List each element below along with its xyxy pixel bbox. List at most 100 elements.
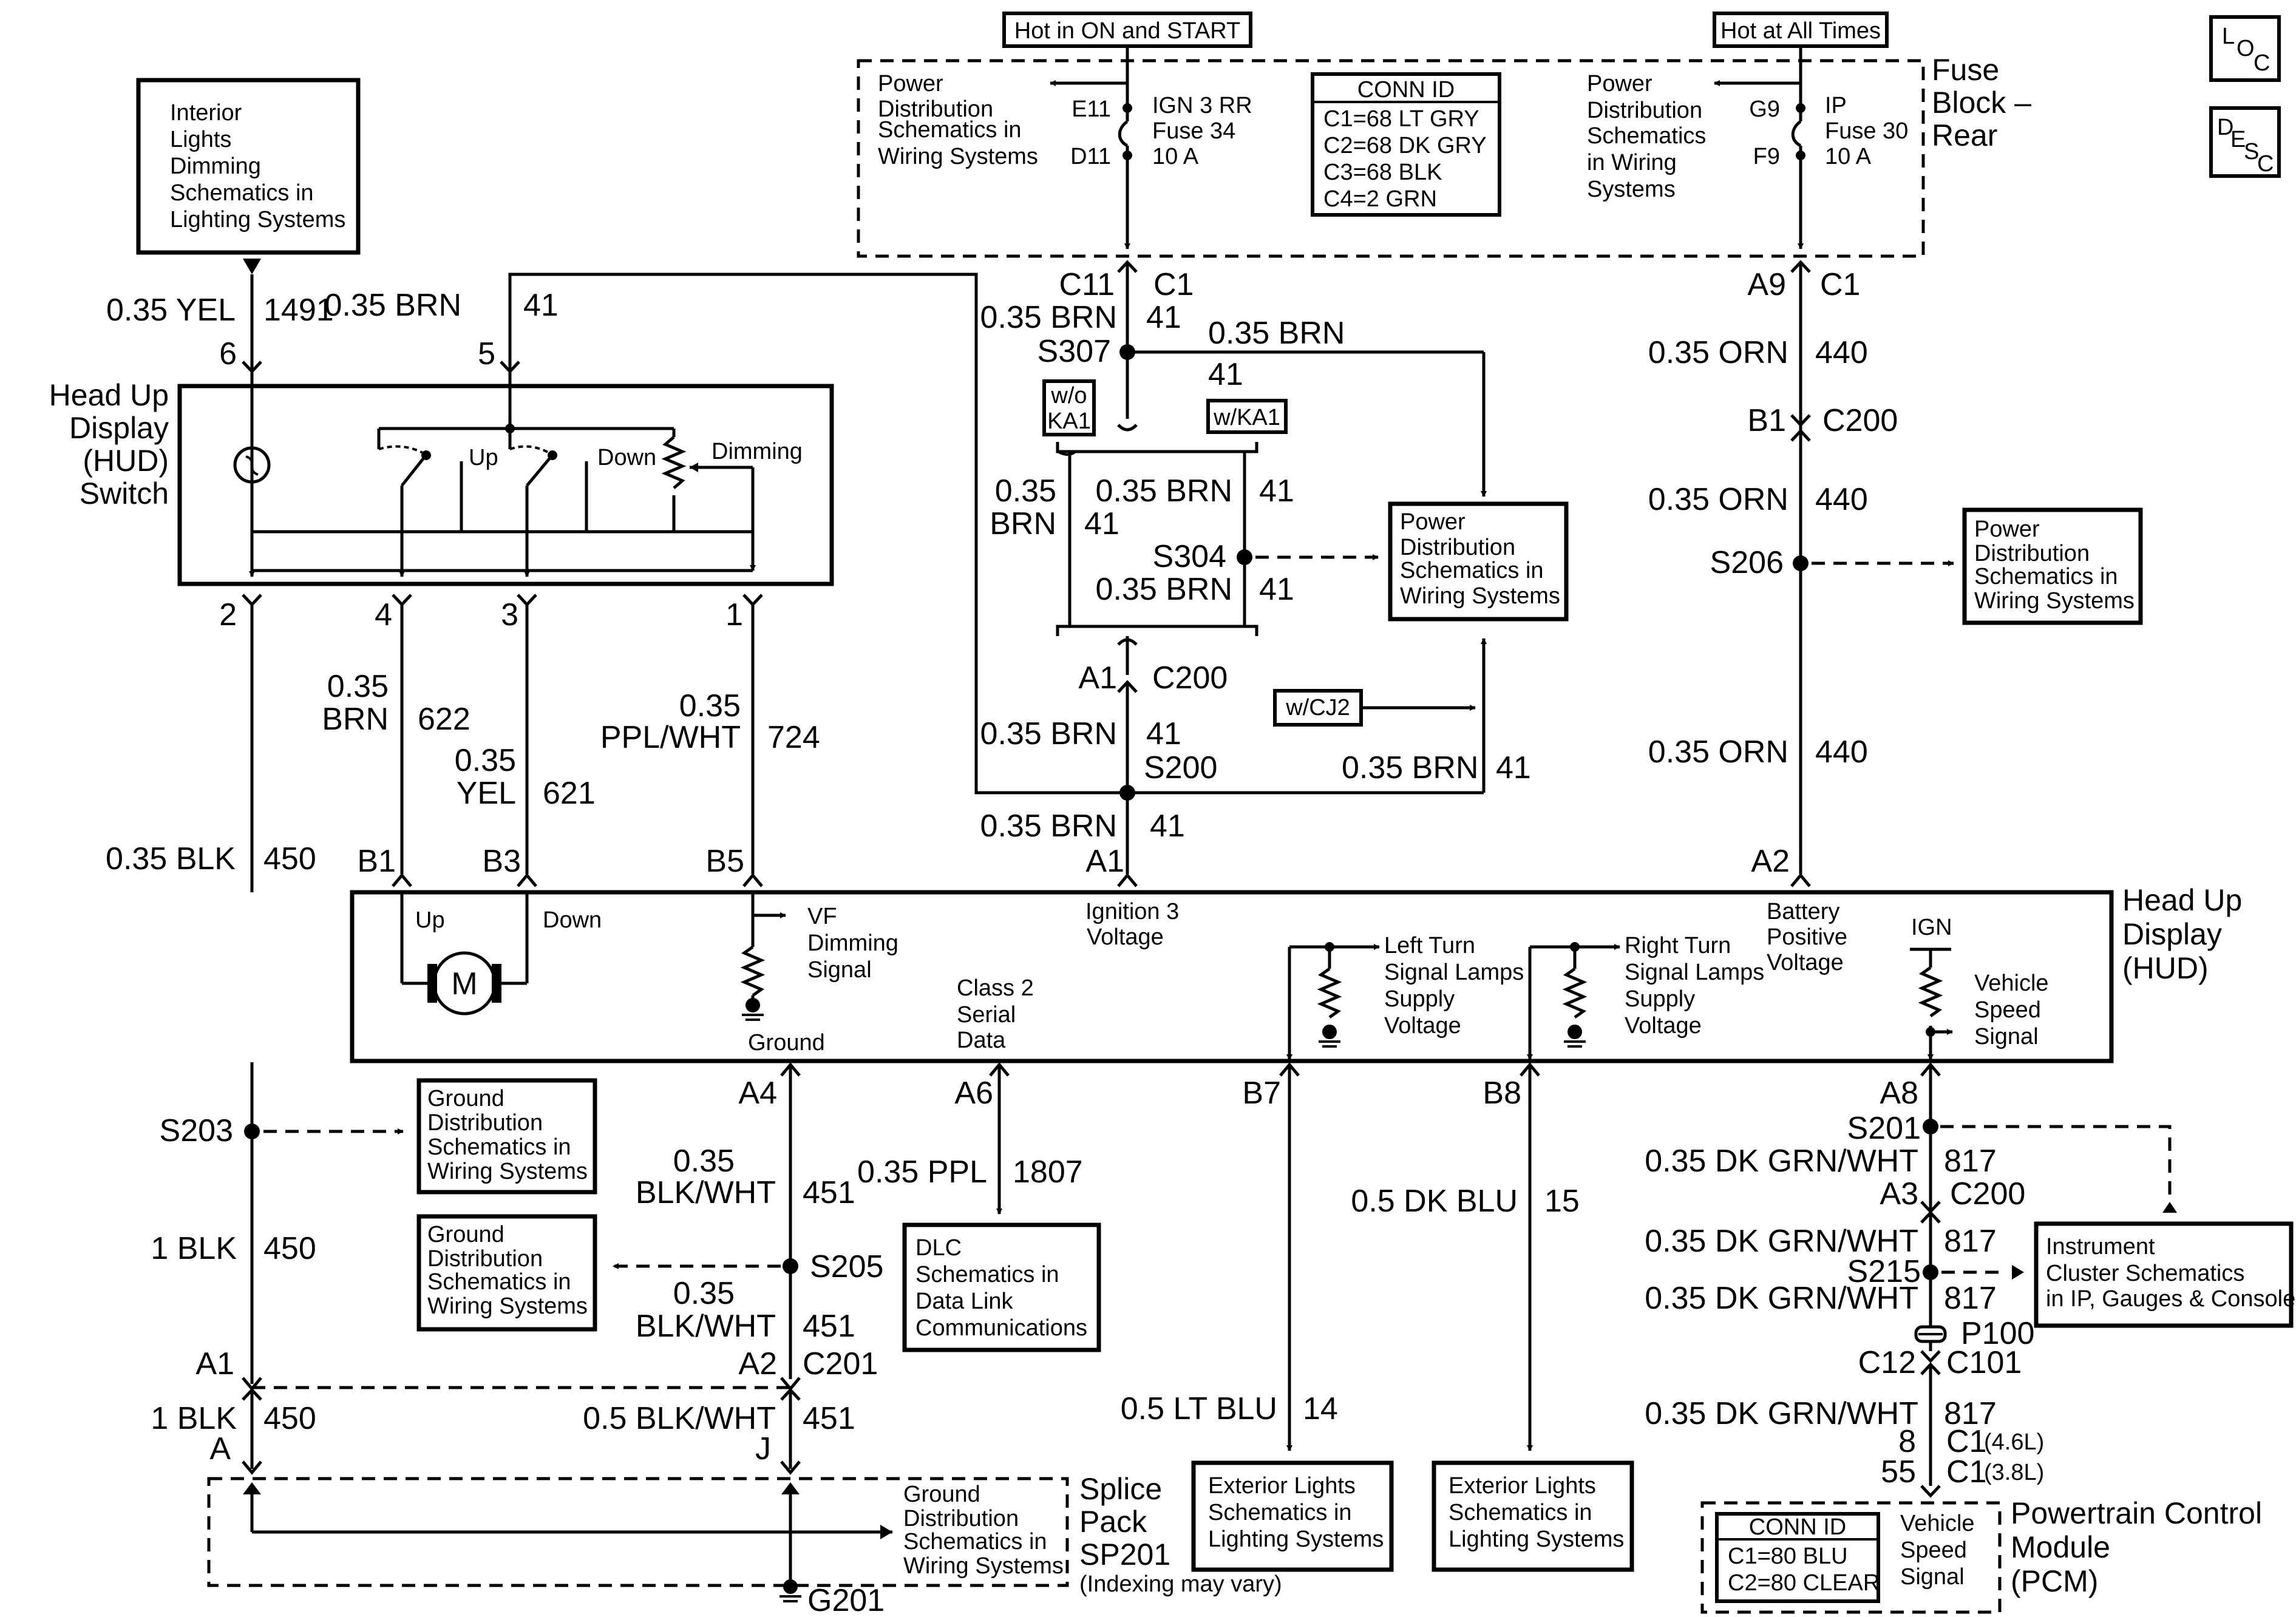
interior-lights-dimming-ref: Interior Lights Dimming Schematics in Li…	[136, 78, 361, 255]
svg-text:Lighting Systems: Lighting Systems	[170, 207, 345, 232]
svg-text:Display: Display	[69, 411, 169, 445]
svg-text:A3: A3	[1880, 1176, 1918, 1212]
hud-module-title: Head Up Display (HUD)	[2122, 883, 2242, 985]
svg-text:Switch: Switch	[80, 476, 169, 510]
right-battery-column: A9 C1 0.35 ORN 440 B1 C200 0.35 ORN 440 …	[1648, 260, 2143, 887]
svg-text:S: S	[2244, 139, 2259, 164]
svg-text:Module: Module	[2011, 1530, 2110, 1564]
svg-text:(HUD): (HUD)	[2122, 951, 2209, 985]
splice-pack-sp201: Ground Distribution Schematics in Wiring…	[207, 1472, 1282, 1597]
svg-text:5: 5	[478, 336, 495, 371]
svg-text:(HUD): (HUD)	[83, 444, 169, 478]
svg-text:C1: C1	[1153, 267, 1194, 302]
hud-left-turn: Left Turn Signal Lamps Supply Voltage	[1286, 933, 1524, 1060]
svg-text:8: 8	[1898, 1424, 1916, 1459]
svg-text:Pack: Pack	[1079, 1505, 1147, 1539]
svg-text:C200: C200	[1950, 1176, 2025, 1212]
svg-text:Up: Up	[415, 907, 445, 933]
svg-text:0.35: 0.35	[995, 473, 1056, 509]
svg-text:BRN: BRN	[990, 506, 1056, 541]
svg-text:0.35 BRN: 0.35 BRN	[1096, 572, 1232, 607]
svg-text:CONN ID: CONN ID	[1749, 1514, 1846, 1540]
ground-450-column: S203 Ground Distribution Schematics in W…	[151, 1062, 790, 1475]
svg-text:B8: B8	[1483, 1076, 1521, 1111]
svg-text:(PCM): (PCM)	[2011, 1564, 2098, 1598]
svg-text:41: 41	[1496, 750, 1531, 785]
svg-text:(Indexing may vary): (Indexing may vary)	[1079, 1571, 1282, 1597]
svg-text:10 A: 10 A	[1152, 144, 1199, 169]
svg-text:Schematics in: Schematics in	[427, 1269, 571, 1295]
svg-text:Schematics in: Schematics in	[1208, 1500, 1352, 1525]
svg-text:in Wiring: in Wiring	[1587, 150, 1677, 175]
svg-text:Powertrain Control: Powertrain Control	[2011, 1496, 2262, 1530]
svg-text:2: 2	[219, 597, 237, 632]
svg-text:1807: 1807	[1013, 1154, 1083, 1190]
hud-module-box	[350, 890, 2114, 1063]
svg-text:BLK/WHT: BLK/WHT	[636, 1309, 776, 1344]
svg-text:Left Turn: Left Turn	[1384, 933, 1475, 958]
svg-text:S205: S205	[810, 1249, 883, 1284]
ground-g201-icon: G201	[779, 1579, 885, 1617]
hot-on-start-label: Hot in ON and START	[1002, 12, 1252, 48]
svg-text:Hot in ON and START: Hot in ON and START	[1014, 18, 1240, 44]
svg-text:A4: A4	[738, 1076, 777, 1111]
svg-text:451: 451	[803, 1175, 855, 1210]
svg-text:451: 451	[803, 1309, 855, 1344]
svg-text:Signal Lamps: Signal Lamps	[1625, 960, 1764, 985]
svg-text:PPL/WHT: PPL/WHT	[600, 720, 741, 755]
svg-text:A6: A6	[954, 1076, 993, 1111]
wire-0-35-yel: 0.35 YEL	[106, 293, 236, 328]
svg-text:Dimming: Dimming	[170, 154, 261, 179]
svg-text:C1: C1	[1820, 267, 1860, 302]
svg-text:CONN ID: CONN ID	[1357, 77, 1455, 103]
svg-text:Exterior Lights: Exterior Lights	[1449, 1473, 1596, 1499]
fuse-30: G9 F9 IP Fuse 30 10 A	[1749, 61, 1908, 249]
svg-text:IP: IP	[1825, 93, 1847, 118]
hot-all-times-label: Hot at All Times	[1713, 12, 1889, 48]
svg-text:Signal: Signal	[1974, 1024, 2039, 1049]
svg-text:P100: P100	[1961, 1316, 2034, 1351]
svg-text:Schematics in: Schematics in	[170, 180, 314, 206]
svg-text:IGN 3 RR: IGN 3 RR	[1152, 93, 1252, 118]
svg-text:41: 41	[1146, 716, 1181, 751]
svg-text:Voltage: Voltage	[1625, 1013, 1702, 1039]
svg-text:w/o: w/o	[1050, 383, 1087, 408]
svg-text:Distribution: Distribution	[1400, 535, 1515, 560]
svg-text:G9: G9	[1749, 97, 1780, 122]
svg-text:0.35 BRN: 0.35 BRN	[980, 716, 1117, 751]
svg-text:Wiring Systems: Wiring Systems	[427, 1159, 588, 1184]
circuit-1491: 1491	[263, 293, 334, 328]
svg-text:Rear: Rear	[1932, 118, 1997, 152]
svg-text:Vehicle: Vehicle	[1900, 1511, 1975, 1536]
svg-text:BLK/WHT: BLK/WHT	[636, 1175, 776, 1210]
svg-text:Fuse 30: Fuse 30	[1825, 118, 1908, 144]
svg-text:0.35 DK GRN/WHT: 0.35 DK GRN/WHT	[1645, 1144, 1918, 1179]
svg-text:Distribution: Distribution	[427, 1246, 543, 1272]
svg-text:Data Link: Data Link	[915, 1289, 1014, 1314]
svg-text:Display: Display	[2122, 917, 2222, 951]
svg-text:Ground: Ground	[748, 1030, 825, 1056]
svg-text:Vehicle: Vehicle	[1974, 971, 2049, 996]
svg-text:41: 41	[1150, 808, 1185, 844]
svg-text:Schematics: Schematics	[1587, 123, 1706, 149]
svg-text:41: 41	[1084, 506, 1119, 541]
svg-text:A1: A1	[1085, 844, 1124, 879]
svg-text:450: 450	[263, 1401, 316, 1436]
svg-text:Power: Power	[1400, 509, 1466, 535]
hud-switch-internals: Up Down Dimming	[233, 371, 803, 577]
svg-text:Lights: Lights	[170, 127, 231, 152]
svg-text:Supply: Supply	[1625, 986, 1695, 1012]
svg-text:Wiring Systems: Wiring Systems	[427, 1293, 588, 1319]
svg-text:0.35 BRN: 0.35 BRN	[325, 288, 461, 323]
svg-text:Wiring Systems: Wiring Systems	[1974, 588, 2135, 614]
fuse-34: E11 D11 IGN 3 RR Fuse 34 10 A	[1070, 61, 1252, 249]
svg-text:C101: C101	[1946, 1345, 2022, 1380]
svg-text:41: 41	[1259, 473, 1294, 509]
svg-text:A8: A8	[1880, 1076, 1918, 1111]
svg-text:Communications: Communications	[915, 1315, 1087, 1341]
svg-text:0.35: 0.35	[455, 743, 516, 778]
fuse-block-outline	[857, 59, 1925, 258]
svg-text:S215: S215	[1847, 1254, 1921, 1289]
svg-text:Schematics in: Schematics in	[1449, 1500, 1592, 1525]
